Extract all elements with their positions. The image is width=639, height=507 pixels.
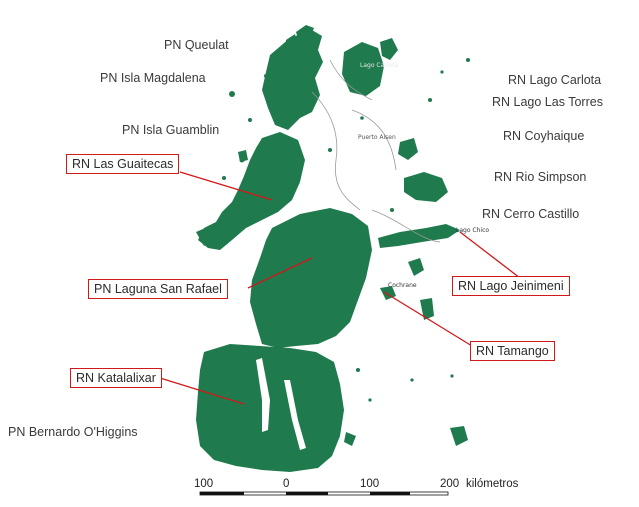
land-katalalixar — [196, 344, 344, 472]
callout-rn-katalalixar[interactable]: RN Katalalixar — [70, 368, 162, 388]
place-cochrane: Cochrane — [388, 282, 417, 289]
callout-rn-las-guaitecas[interactable]: RN Las Guaitecas — [66, 154, 180, 174]
label-rn-coyhaique: RN Coyhaique — [503, 129, 585, 143]
land-coyhaique-area — [342, 42, 384, 96]
scale-tick-0: 0 — [283, 478, 290, 490]
place-lago-chico: Lago Chico — [456, 227, 490, 234]
land-lago-jeinimeni — [378, 224, 460, 248]
land-north-inner — [296, 25, 314, 42]
scale-tick-100-left: 100 — [194, 478, 214, 490]
land-east-small — [420, 298, 434, 320]
callout-pn-laguna-san-rafael[interactable]: PN Laguna San Rafael — [88, 279, 228, 299]
land-queulat — [285, 34, 298, 58]
place-puerto-aisen: Puerto Aisen — [358, 134, 396, 141]
channel-2 — [284, 380, 306, 450]
scale-unit: kilómetros — [466, 478, 519, 490]
callout-rn-lago-jeinimeni[interactable]: RN Lago Jeinimeni — [452, 276, 570, 296]
small-islands — [222, 58, 470, 402]
scale-tick-200: 200 — [440, 478, 460, 490]
callout-lines — [159, 171, 521, 405]
land-lago-carlota — [380, 38, 398, 60]
label-rn-cerro-castillo: RN Cerro Castillo — [482, 207, 580, 221]
land-coyhaique-small — [398, 138, 418, 160]
land-guaitecas-west — [196, 226, 214, 246]
rivers — [311, 59, 441, 243]
land-southeast — [450, 426, 468, 446]
channel-1 — [256, 358, 270, 432]
label-pn-bernardo-ohiggins: PN Bernardo O'Higgins — [8, 425, 138, 439]
label-rn-lago-carlota: RN Lago Carlota — [508, 73, 602, 87]
land-south-bits — [344, 432, 356, 446]
scale-bar-graphic — [199, 491, 449, 496]
label-pn-isla-magdalena: PN Isla Magdalena — [100, 71, 206, 85]
label-pn-isla-guamblin: PN Isla Guamblin — [122, 123, 220, 137]
scale-tick-100: 100 — [360, 478, 380, 490]
land-tamango-lake — [408, 258, 424, 276]
land-isla-magdalena — [262, 30, 323, 130]
land-laguna-san-rafael — [250, 208, 372, 348]
land-las-guaitecas — [198, 132, 305, 250]
place-lago-carlota: Lago Carlota — [360, 62, 399, 69]
label-rn-lago-las-torres: RN Lago Las Torres — [492, 95, 603, 109]
label-rn-rio-simpson: RN Rio Simpson — [494, 170, 587, 184]
land-rio-simpson — [404, 172, 448, 202]
callout-rn-tamango[interactable]: RN Tamango — [470, 341, 555, 361]
label-pn-queulat: PN Queulat — [164, 38, 229, 52]
